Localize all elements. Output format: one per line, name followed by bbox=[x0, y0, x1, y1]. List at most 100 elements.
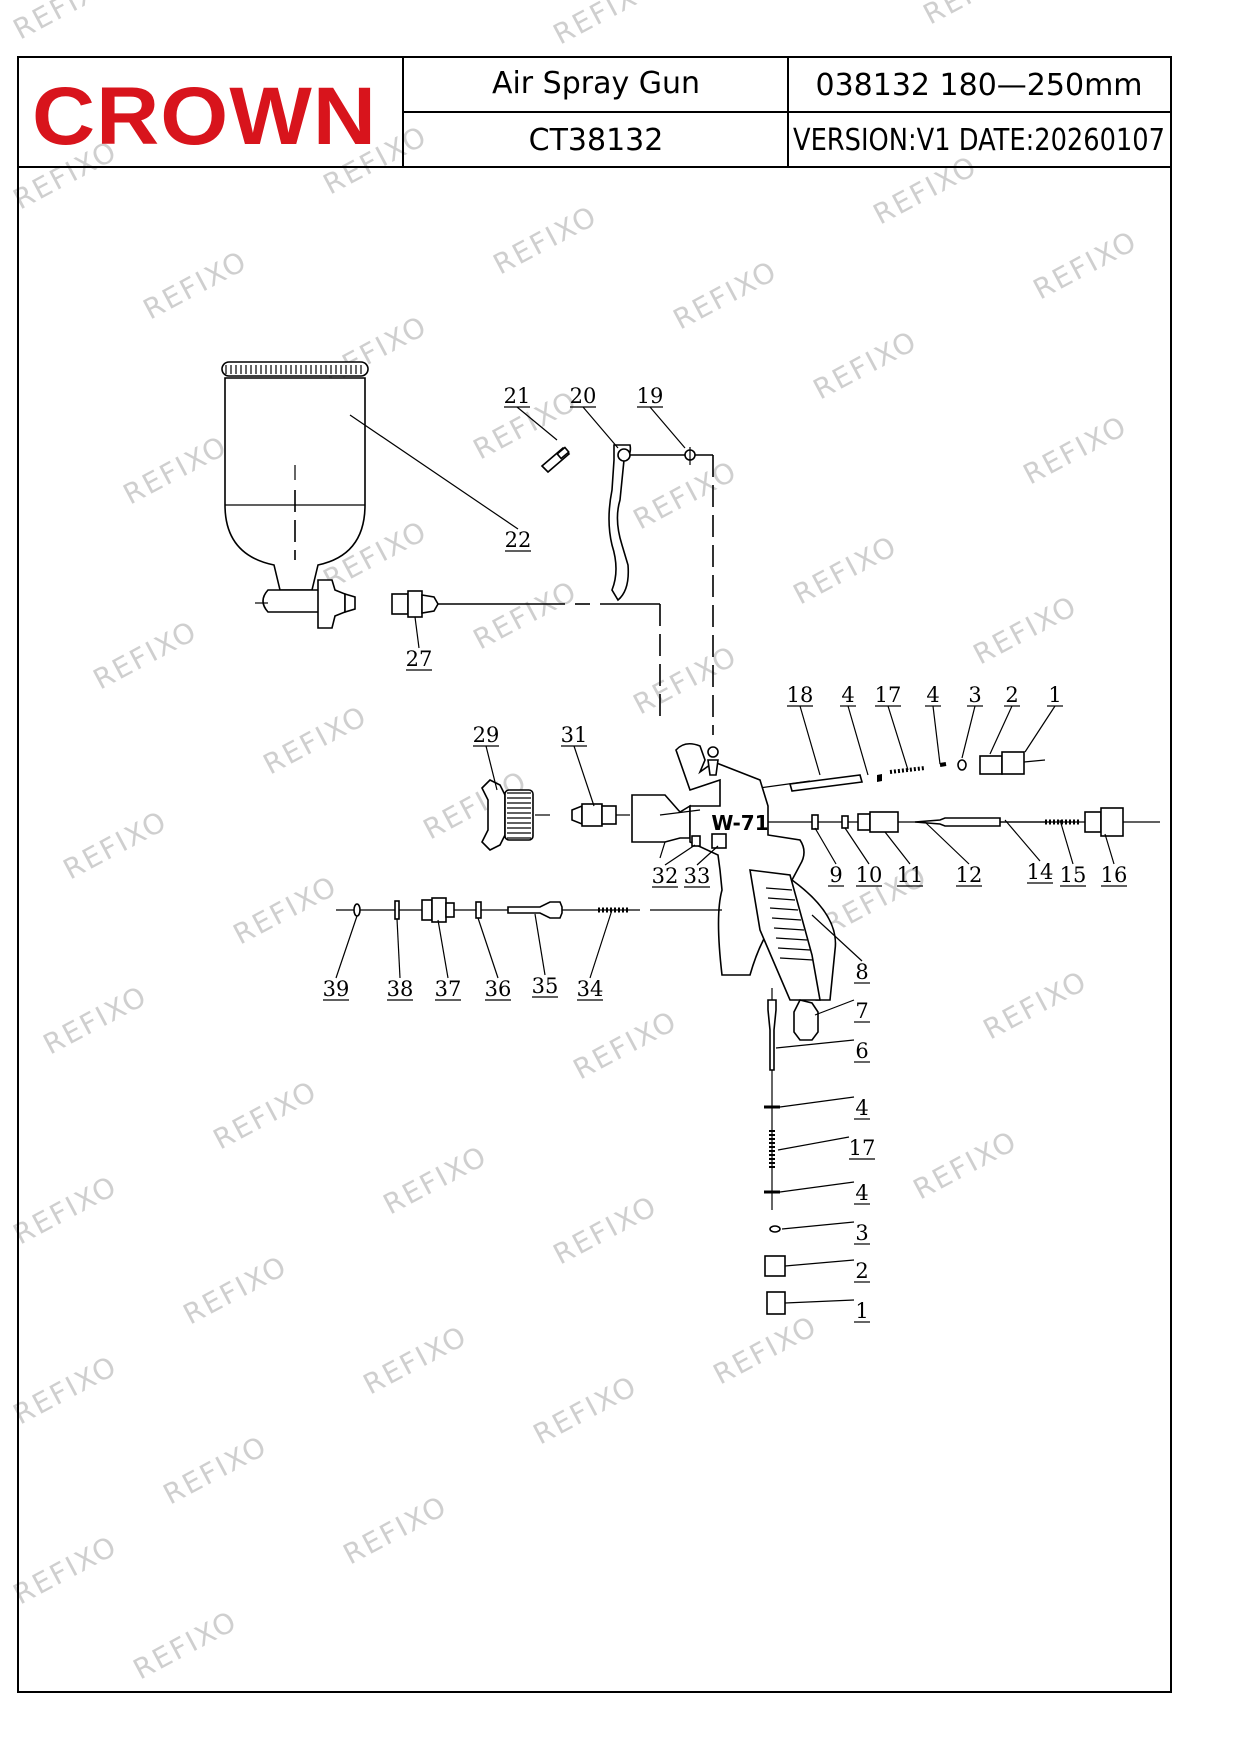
trigger-assembly bbox=[540, 444, 714, 735]
callout-number: 33 bbox=[684, 864, 711, 888]
watermark-text: REFIXO bbox=[978, 964, 1093, 1046]
watermark-text: REFIXO bbox=[808, 324, 923, 406]
callout-number: 17 bbox=[875, 683, 902, 707]
callout-number: 4 bbox=[926, 683, 939, 707]
callout-leader-line bbox=[781, 1221, 855, 1230]
callout-number: 7 bbox=[855, 999, 868, 1023]
callout-number: 29 bbox=[473, 723, 500, 747]
callout-leader-line bbox=[573, 745, 595, 807]
watermark-text: REFIXO bbox=[178, 1249, 293, 1331]
callout-number: 12 bbox=[956, 863, 983, 887]
watermark-text: REFIXO bbox=[1018, 409, 1133, 491]
watermark-text: REFIXO bbox=[128, 1604, 243, 1686]
watermark-text: REFIXO bbox=[548, 1189, 663, 1271]
callout-number: 16 bbox=[1101, 863, 1128, 887]
callout-number: 17 bbox=[849, 1136, 876, 1160]
callout-leader-line bbox=[534, 913, 546, 976]
callout-leader-line bbox=[777, 1136, 850, 1151]
gun-body-marking: W-71 bbox=[711, 811, 768, 835]
watermark-text: REFIXO bbox=[8, 1529, 123, 1611]
callout-number: 4 bbox=[841, 683, 854, 707]
callout-leader-line bbox=[1104, 833, 1115, 865]
fluid-needle-stack bbox=[768, 807, 1160, 837]
callout-leader-line bbox=[335, 915, 358, 979]
callout-number: 2 bbox=[855, 1259, 868, 1283]
callout-number: 9 bbox=[829, 863, 842, 887]
version-date: VERSION:V1 DATE:20260107 bbox=[793, 123, 1165, 158]
callout-number: 21 bbox=[504, 384, 531, 408]
callout-leader-line bbox=[961, 705, 976, 759]
callout-number: 14 bbox=[1027, 860, 1054, 884]
callout-number: 4 bbox=[855, 1181, 868, 1205]
callout-number: 15 bbox=[1060, 863, 1087, 887]
callout-leader-line bbox=[1059, 819, 1074, 865]
callout-leader-line bbox=[485, 745, 498, 791]
callout-leader-line bbox=[847, 705, 869, 776]
brand-logo: CROWN bbox=[32, 71, 377, 162]
air-valve-stack-horizontal bbox=[729, 751, 1046, 793]
callout-leader-line bbox=[924, 821, 970, 865]
watermark-text: REFIXO bbox=[548, 0, 663, 51]
callout-leader-line bbox=[814, 827, 837, 865]
watermark-text: REFIXO bbox=[158, 1429, 273, 1511]
watermark-text: REFIXO bbox=[8, 0, 123, 46]
callout-number: 1 bbox=[855, 1299, 868, 1323]
callout-number: 6 bbox=[855, 1039, 868, 1063]
watermark-text: REFIXO bbox=[568, 1004, 683, 1086]
callout-number: 8 bbox=[855, 960, 868, 984]
watermark-text: REFIXO bbox=[868, 149, 983, 231]
watermark-text: REFIXO bbox=[628, 454, 743, 536]
watermark-text: REFIXO bbox=[628, 639, 743, 721]
callout-number: 20 bbox=[570, 384, 597, 408]
callout-number: 27 bbox=[406, 647, 433, 671]
watermark-text: REFIXO bbox=[908, 1124, 1023, 1206]
callout-number: 38 bbox=[387, 977, 414, 1001]
watermark-text: REFIXO bbox=[58, 804, 173, 886]
callout-number: 18 bbox=[787, 683, 814, 707]
watermark-text: REFIXO bbox=[488, 199, 603, 281]
callout-number: 10 bbox=[856, 863, 883, 887]
callout-leader-line bbox=[989, 705, 1013, 755]
callout-leader-line bbox=[814, 999, 855, 1016]
callout-number: 2 bbox=[1005, 683, 1018, 707]
air-cap-part-29 bbox=[481, 779, 550, 851]
callout-leader-line bbox=[775, 1039, 855, 1049]
callout-leader-line bbox=[932, 705, 941, 765]
callout-leader-line bbox=[1024, 705, 1056, 753]
callout-number: 1 bbox=[1048, 683, 1061, 707]
callout-leader-line bbox=[437, 919, 449, 979]
callout-leader-line bbox=[784, 1259, 855, 1267]
callout-number: 36 bbox=[485, 977, 512, 1001]
watermark-text: REFIXO bbox=[358, 1319, 473, 1401]
watermark-text: REFIXO bbox=[968, 589, 1083, 671]
callout-number: 35 bbox=[532, 974, 559, 998]
cup-fitting-part-27 bbox=[391, 590, 661, 720]
watermark-text: REFIXO bbox=[1028, 224, 1143, 306]
callout-number: 22 bbox=[505, 528, 532, 552]
watermark-text: REFIXO bbox=[8, 1169, 123, 1251]
watermark-text: REFIXO bbox=[668, 254, 783, 336]
watermark-text: REFIXO bbox=[378, 1139, 493, 1221]
watermark-text: REFIXO bbox=[8, 1349, 123, 1431]
air-adjust-stack bbox=[336, 897, 722, 923]
callout-leader-line bbox=[779, 1096, 855, 1108]
callout-leader-line bbox=[664, 844, 696, 866]
callout-number: 19 bbox=[637, 384, 664, 408]
watermark-text: REFIXO bbox=[528, 1369, 643, 1451]
callout-leader-line bbox=[696, 845, 719, 866]
callout-leader-line bbox=[414, 616, 420, 649]
callout-leader-line bbox=[349, 414, 519, 530]
callout-number: 39 bbox=[323, 977, 350, 1001]
callout-leader-line bbox=[799, 705, 821, 776]
callout-leader-line bbox=[582, 406, 619, 449]
watermark-text: REFIXO bbox=[918, 0, 1033, 31]
callout-leader-line bbox=[844, 827, 870, 865]
title-block: CROWN Air Spray Gun CT38132 038132 180—2… bbox=[18, 57, 1171, 168]
gun-body-part-8: W-71 bbox=[631, 742, 837, 1001]
callout-leader-line bbox=[477, 917, 499, 979]
watermark-text: REFIXO bbox=[708, 1309, 823, 1391]
callout-number: 31 bbox=[561, 723, 588, 747]
